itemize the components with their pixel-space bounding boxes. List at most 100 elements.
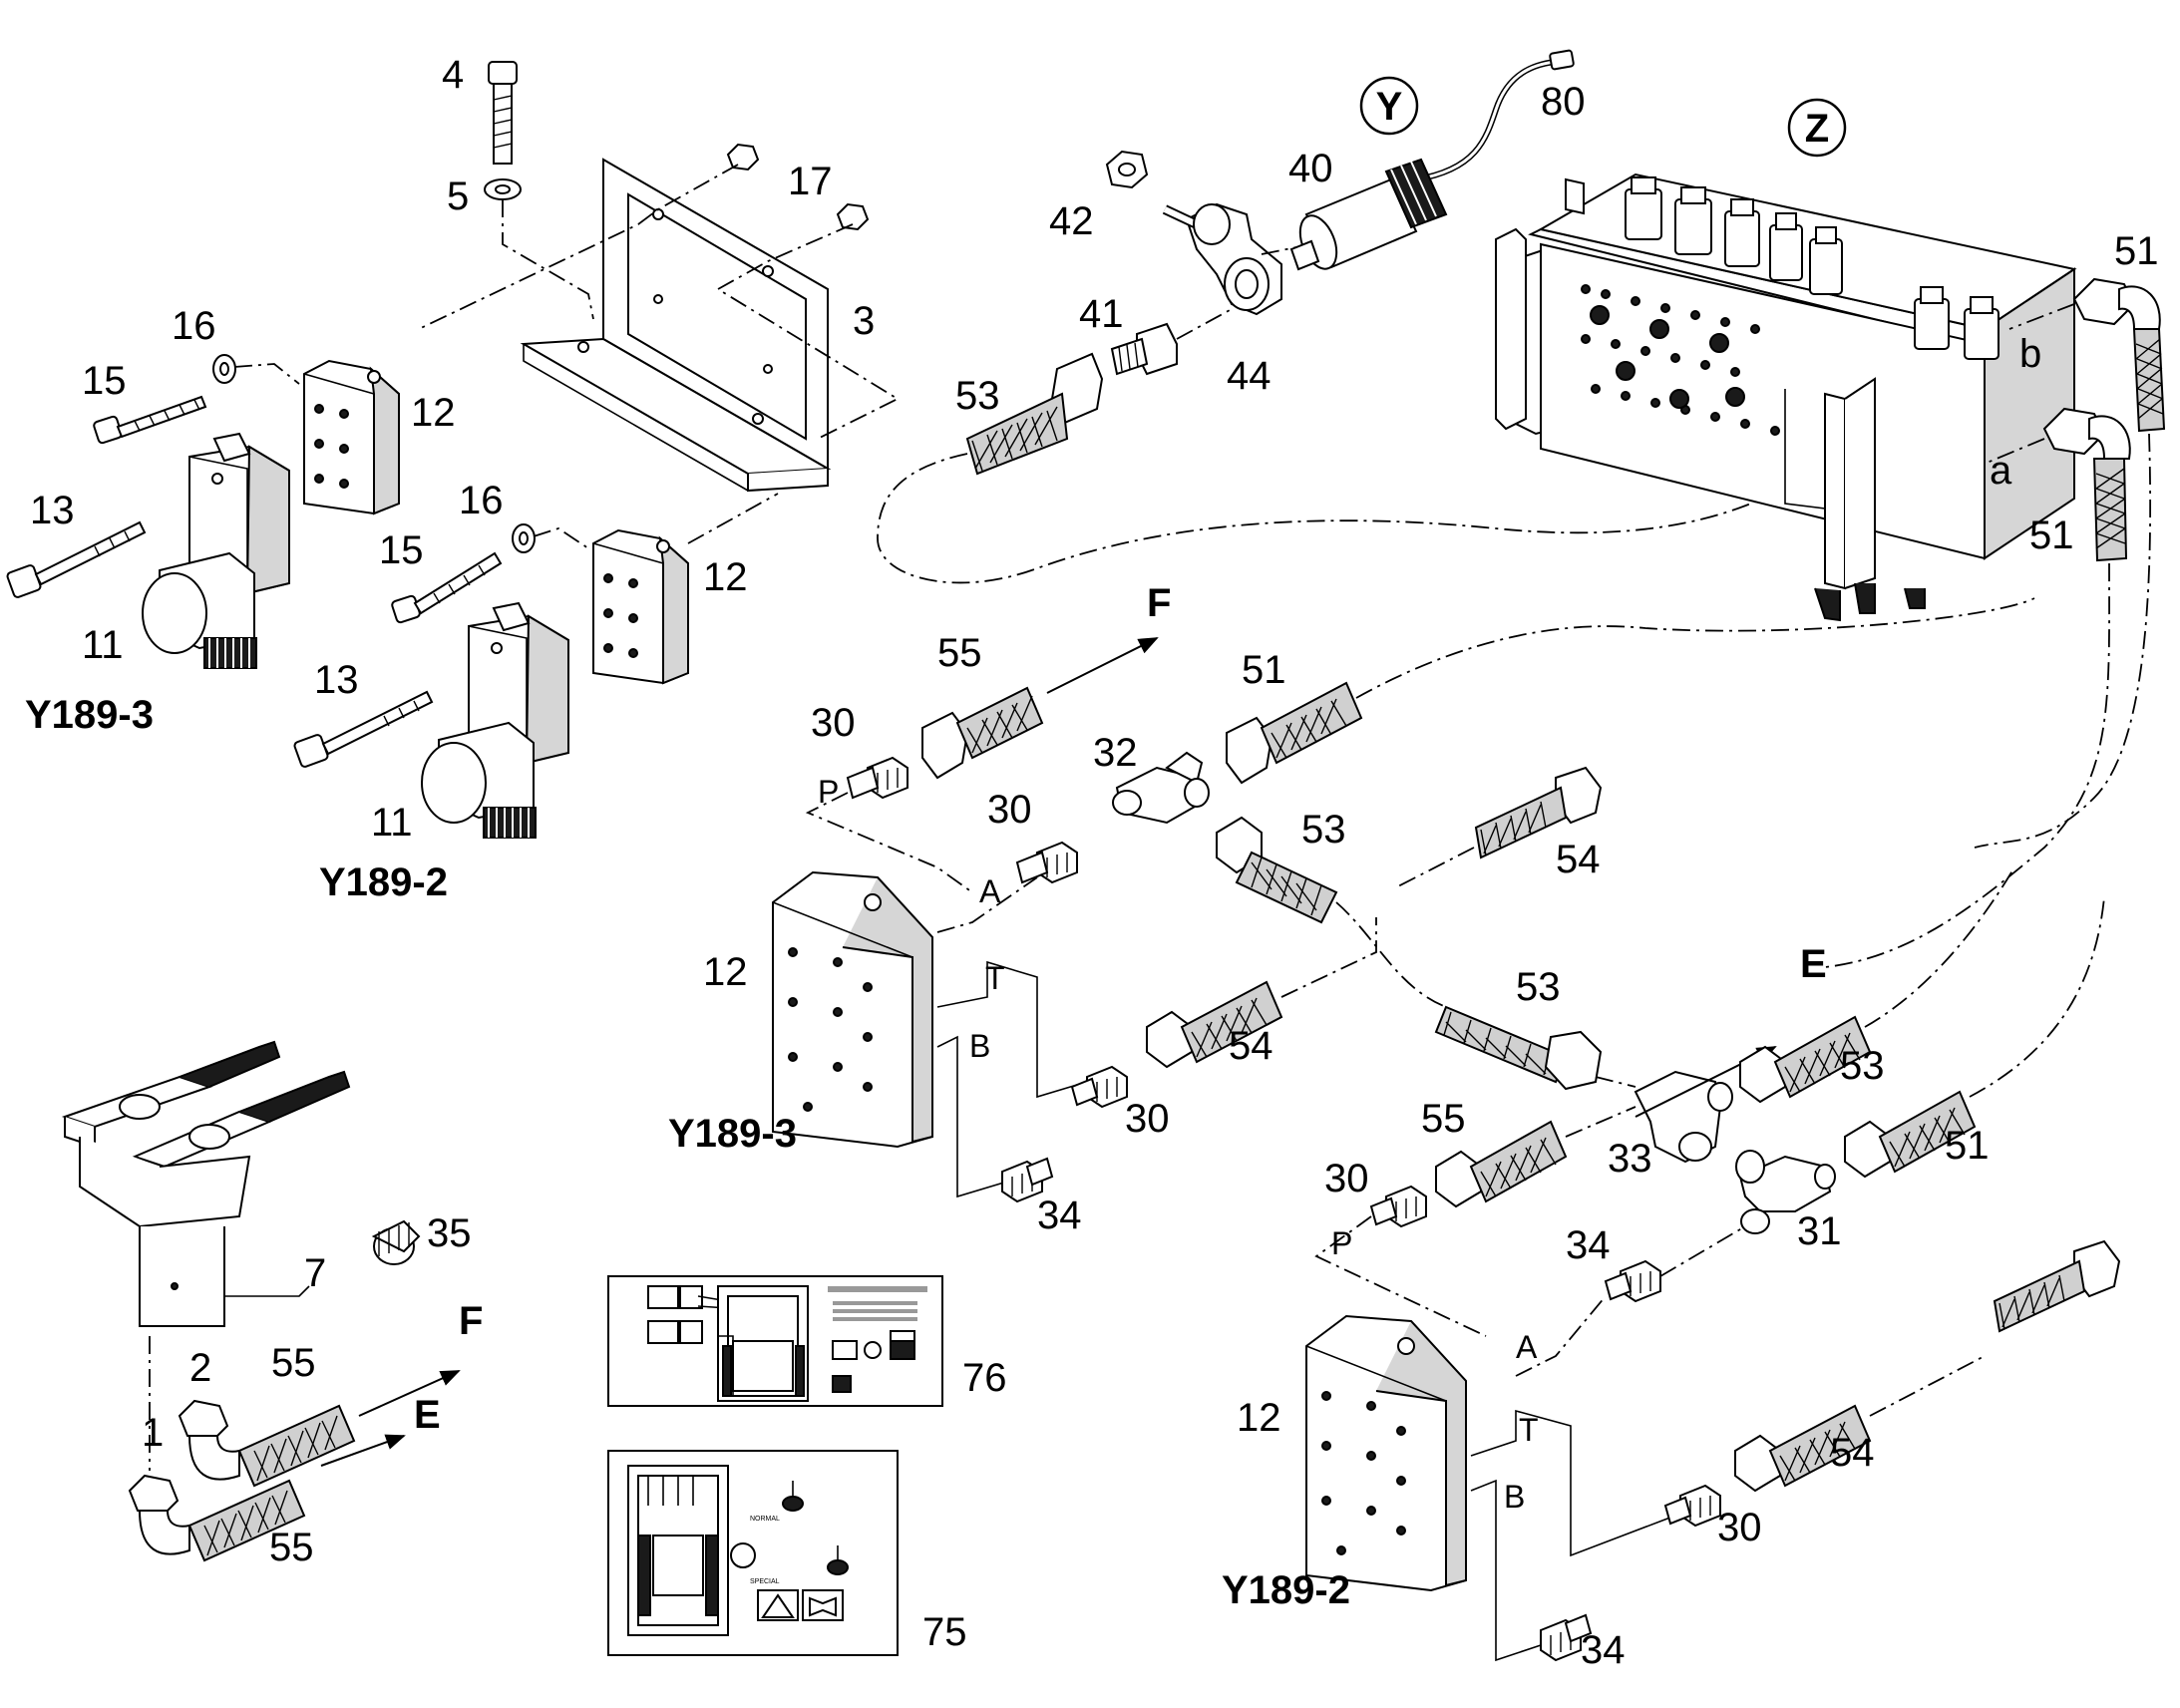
hose-53-mid-b (1434, 1005, 1603, 1091)
callout-40: 40 (1288, 147, 1333, 190)
callout-51c: 51 (1242, 648, 1286, 692)
callout-30c: 30 (1125, 1097, 1170, 1141)
callout-12b: 12 (703, 555, 748, 599)
subplate-12a (303, 359, 400, 515)
callout-51b: 51 (2029, 513, 2074, 557)
callout-32: 32 (1093, 731, 1138, 775)
flow-e-pedal: E (414, 1393, 441, 1437)
callout-1: 1 (142, 1411, 164, 1455)
hose-53-mid-a (1216, 816, 1338, 924)
callout-54b: 54 (1229, 1024, 1273, 1068)
callout-3: 3 (853, 299, 875, 343)
hose-54-mid (1474, 766, 1603, 859)
tee-33 (1634, 1070, 1733, 1164)
callout-12c: 12 (703, 950, 748, 994)
fitting-30-p2 (1369, 1185, 1427, 1228)
bolt-15b (391, 551, 503, 624)
callout-30d: 30 (1324, 1157, 1369, 1200)
callout-53b: 53 (1301, 808, 1346, 852)
callout-75: 75 (922, 1610, 967, 1654)
decal-75-special: SPECIAL (750, 1578, 780, 1585)
pedal-assembly (61, 1040, 351, 1327)
elbow-1 (128, 1474, 190, 1555)
callout-30b: 30 (987, 788, 1032, 832)
subplate-12b (592, 528, 689, 685)
nut-42 (1105, 150, 1149, 189)
hose-54-lower (1146, 980, 1283, 1069)
hose-51-mid (1226, 681, 1363, 785)
bolt-15a (93, 395, 207, 445)
washer-16a (212, 354, 236, 384)
control-valve-block-z (1495, 172, 2077, 622)
callout-55c: 55 (271, 1341, 316, 1385)
hose-55-e-mid (1435, 1120, 1568, 1208)
subplate-12d (1305, 1314, 1467, 1592)
view-z-label: Z (1805, 107, 1829, 151)
decal-75 (607, 1450, 899, 1656)
callout-76: 76 (962, 1356, 1007, 1400)
callout-31: 31 (1797, 1209, 1842, 1253)
valve-y189-2-bottom: Y189-2 (1222, 1568, 1350, 1612)
callout-35: 35 (427, 1211, 472, 1255)
hose-53-lower (1739, 1015, 1872, 1104)
hose-53-top (965, 352, 1104, 476)
callout-11b: 11 (371, 801, 413, 845)
port-b-2: B (1504, 1479, 1525, 1515)
callout-5: 5 (447, 174, 469, 218)
solenoid-valve-11b (421, 601, 569, 839)
callout-53a: 53 (955, 374, 1000, 418)
callout-2: 2 (189, 1346, 211, 1390)
bracket-44 (1162, 202, 1282, 316)
callout-16b: 16 (459, 479, 504, 522)
solenoid-valve-11a (142, 432, 290, 669)
hose-51-b (2072, 277, 2166, 433)
bolt-13b (293, 690, 434, 768)
fitting-30-lower (1663, 1484, 1721, 1528)
decal-76 (607, 1275, 943, 1407)
hose-51-lower (1844, 1090, 1977, 1179)
decal-75-normal: NORMAL (750, 1516, 780, 1523)
hose-55-f (921, 686, 1044, 780)
nut-17b (836, 202, 870, 231)
subplate-12c (772, 870, 933, 1149)
callout-54c: 54 (1830, 1431, 1875, 1475)
callout-4: 4 (442, 53, 464, 97)
port-b-1: B (969, 1028, 990, 1064)
port-a-1: A (979, 873, 1001, 909)
callout-30e: 30 (1717, 1506, 1762, 1549)
callout-16a: 16 (172, 304, 216, 348)
bolt-13a (6, 520, 147, 598)
callout-34c: 34 (1581, 1628, 1626, 1672)
washer-5 (484, 178, 522, 200)
valve-y189-2-top: Y189-2 (319, 860, 448, 904)
view-y-circle (1359, 76, 1419, 136)
callout-51d: 51 (1945, 1124, 1990, 1168)
valve-y189-3-top: Y189-3 (25, 693, 154, 737)
callout-12d: 12 (1237, 1396, 1281, 1440)
valve-y189-3-bottom: Y189-3 (668, 1112, 797, 1156)
callout-7: 7 (304, 1251, 326, 1295)
port-t-1: T (985, 960, 1005, 996)
bracket-3 (520, 158, 832, 493)
hose-51-a (2042, 407, 2131, 562)
fitting-34-b (1001, 1157, 1054, 1203)
sensor-40 (1289, 158, 1448, 271)
nut-17a (726, 143, 760, 171)
fitting-30-a (1015, 841, 1078, 884)
callout-53c: 53 (1516, 965, 1561, 1009)
callout-12a: 12 (411, 391, 456, 435)
callout-34b: 34 (1566, 1223, 1611, 1267)
callout-30a: 30 (811, 701, 856, 745)
sensor-cable-80 (1415, 49, 1575, 182)
callout-55b: 55 (1421, 1097, 1466, 1141)
flow-f-mid: F (1147, 581, 1171, 625)
callout-80: 80 (1541, 80, 1586, 124)
callout-13b: 13 (314, 658, 359, 702)
hose-54-end (1993, 1239, 2121, 1333)
port-a-hose: a (1990, 449, 2012, 493)
port-t-2: T (1519, 1412, 1539, 1448)
port-a-2: A (1516, 1329, 1538, 1365)
callout-53d: 53 (1840, 1044, 1885, 1088)
callout-44: 44 (1227, 354, 1272, 398)
callout-55a: 55 (937, 631, 982, 675)
